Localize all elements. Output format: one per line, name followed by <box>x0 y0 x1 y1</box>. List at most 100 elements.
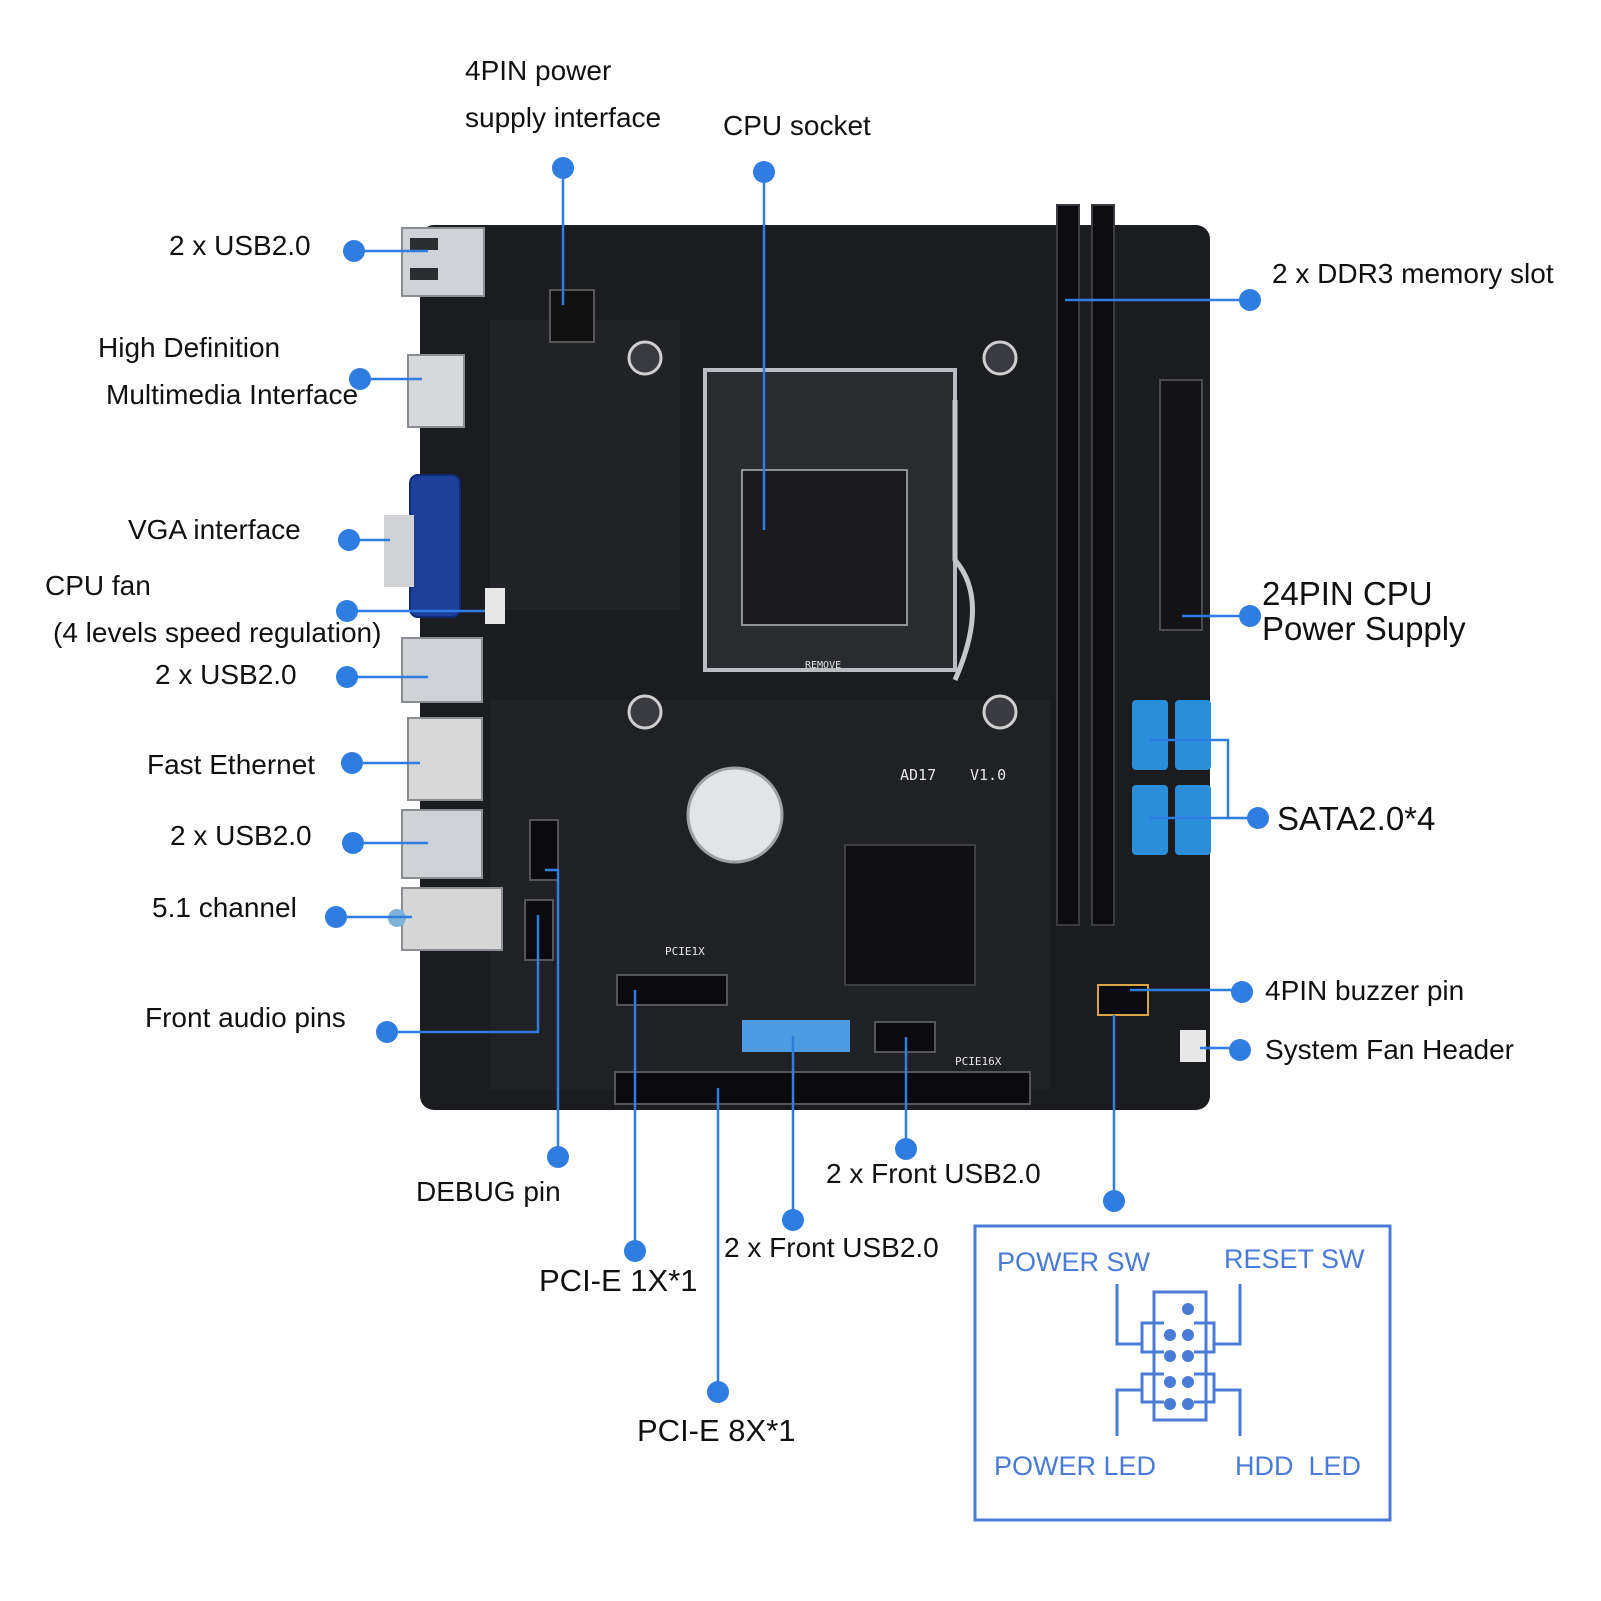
dot-audio51 <box>325 906 347 928</box>
leader-dots <box>325 157 1269 1403</box>
dot-usb-low <box>342 832 364 854</box>
label-usb-top: 2 x USB2.0 <box>169 230 311 261</box>
leader-lines <box>336 168 1258 1392</box>
label-24pin-2: Power Supply <box>1262 610 1466 647</box>
dot-front-usb-a <box>895 1138 917 1160</box>
label-hdmi-1: High Definition <box>98 332 281 363</box>
dot-usb-mid <box>336 666 358 688</box>
label-power4pin-1: 4PIN power <box>465 55 612 86</box>
pin <box>1164 1398 1176 1410</box>
label-debug: DEBUG pin <box>416 1176 561 1207</box>
dot-front-panel <box>1103 1190 1125 1212</box>
pin <box>1164 1329 1176 1341</box>
label-pcie1x: PCI-E 1X*1 <box>539 1263 698 1298</box>
bracket-hdd-led-2 <box>1194 1390 1216 1404</box>
front-panel-box <box>973 1224 1392 1522</box>
label-power4pin-2: supply interface <box>465 102 662 133</box>
board-version-silk: V1.0 <box>970 766 1006 784</box>
pcie1x-silk: PCIE1X <box>665 945 705 958</box>
cpu-socket-cover <box>741 469 908 626</box>
label-pcie8x: PCI-E 8X*1 <box>637 1413 796 1448</box>
remove-silk: REMOVE <box>805 660 841 671</box>
pin <box>1164 1350 1176 1362</box>
leader-sata <box>1150 738 1230 820</box>
ethernet-port <box>407 717 483 801</box>
dot-hdmi <box>349 368 371 390</box>
header-outline <box>1152 1290 1208 1422</box>
hdmi-port <box>407 354 465 428</box>
label-24pin-1: 24PIN CPU <box>1262 575 1433 612</box>
label-cpu-socket: CPU socket <box>723 110 871 141</box>
bracket-power-led-2 <box>1140 1390 1164 1404</box>
bracket-power-sw-2 <box>1140 1344 1164 1354</box>
ddr3-slot-2 <box>1091 204 1115 926</box>
dot-cpu-fan <box>336 600 358 622</box>
pin <box>1182 1303 1194 1315</box>
dot-sata <box>1247 807 1269 829</box>
pin <box>1182 1329 1194 1341</box>
label-reset-sw: RESET SW <box>1224 1244 1365 1274</box>
label-power-led: POWER LED <box>994 1451 1157 1481</box>
atx-24pin-connector <box>1159 379 1203 631</box>
debug-header <box>529 819 559 881</box>
pin-brackets <box>1115 1284 1242 1436</box>
dot-ddr3 <box>1239 289 1261 311</box>
label-audio51: 5.1 channel <box>152 892 297 923</box>
pin <box>1182 1350 1194 1362</box>
label-usb-mid: 2 x USB2.0 <box>155 659 297 690</box>
label-cpu-fan-2: (4 levels speed regulation) <box>53 617 382 648</box>
usb-port-mid <box>401 637 483 703</box>
power-4pin-connector <box>549 289 595 343</box>
dot-power4pin <box>552 157 574 179</box>
dot-debug <box>547 1146 569 1168</box>
pcie16x-silk: PCIE16X <box>955 1055 1002 1068</box>
label-buzzer: 4PIN buzzer pin <box>1265 975 1465 1006</box>
leader-front-audio <box>387 915 540 1034</box>
label-ddr3: 2 x DDR3 memory slot <box>1272 258 1554 289</box>
label-sys-fan: System Fan Header <box>1265 1034 1514 1065</box>
vga-port <box>409 474 461 618</box>
sata-port-2 <box>1175 700 1211 770</box>
dot-24pin <box>1239 605 1261 627</box>
dot-front-audio <box>376 1021 398 1043</box>
sata-port-4 <box>1175 785 1211 855</box>
pin <box>1164 1376 1176 1388</box>
dot-buzzer <box>1231 981 1253 1003</box>
dot-front-usb-b <box>782 1209 804 1231</box>
mount-hole <box>627 340 663 376</box>
bracket-reset-sw-2 <box>1194 1344 1216 1354</box>
label-hdd-led: HDD LED <box>1235 1451 1362 1481</box>
usb-slot <box>410 268 438 280</box>
chipset-heatsink <box>844 844 976 986</box>
usb-slot <box>410 238 438 250</box>
label-front-audio: Front audio pins <box>145 1002 346 1033</box>
sata-port-1 <box>1132 700 1168 770</box>
pin <box>1182 1398 1194 1410</box>
dot-cpu-socket <box>753 161 775 183</box>
mount-hole <box>627 694 663 730</box>
motherboard: AD17 V1.0 PCIE1X PCIE16X REMOVE <box>384 204 1211 1110</box>
pin <box>1182 1376 1194 1388</box>
dot-sys-fan <box>1229 1039 1251 1061</box>
sata-port-3 <box>1132 785 1168 855</box>
label-usb-low: 2 x USB2.0 <box>170 820 312 851</box>
label-hdmi-2: Multimedia Interface <box>106 379 359 410</box>
dot-pcie8x <box>707 1381 729 1403</box>
board-model-silk: AD17 <box>900 766 936 784</box>
front-usb-header-blue <box>742 1020 850 1052</box>
label-cpu-fan-1: CPU fan <box>45 570 151 601</box>
dot-pcie1x <box>624 1240 646 1262</box>
cmos-battery <box>686 766 784 864</box>
header-pins <box>1164 1303 1194 1410</box>
label-power-sw: POWER SW <box>997 1247 1150 1277</box>
label-front-usb-a: 2 x Front USB2.0 <box>826 1158 1041 1189</box>
pcie-16x-slot <box>614 1071 1031 1105</box>
vga-shell <box>384 515 414 587</box>
dot-vga <box>338 529 360 551</box>
dot-ethernet <box>341 752 363 774</box>
pcie-1x-slot <box>616 974 728 1006</box>
audio-jack <box>401 887 503 951</box>
ddr3-slot-1 <box>1056 204 1080 926</box>
